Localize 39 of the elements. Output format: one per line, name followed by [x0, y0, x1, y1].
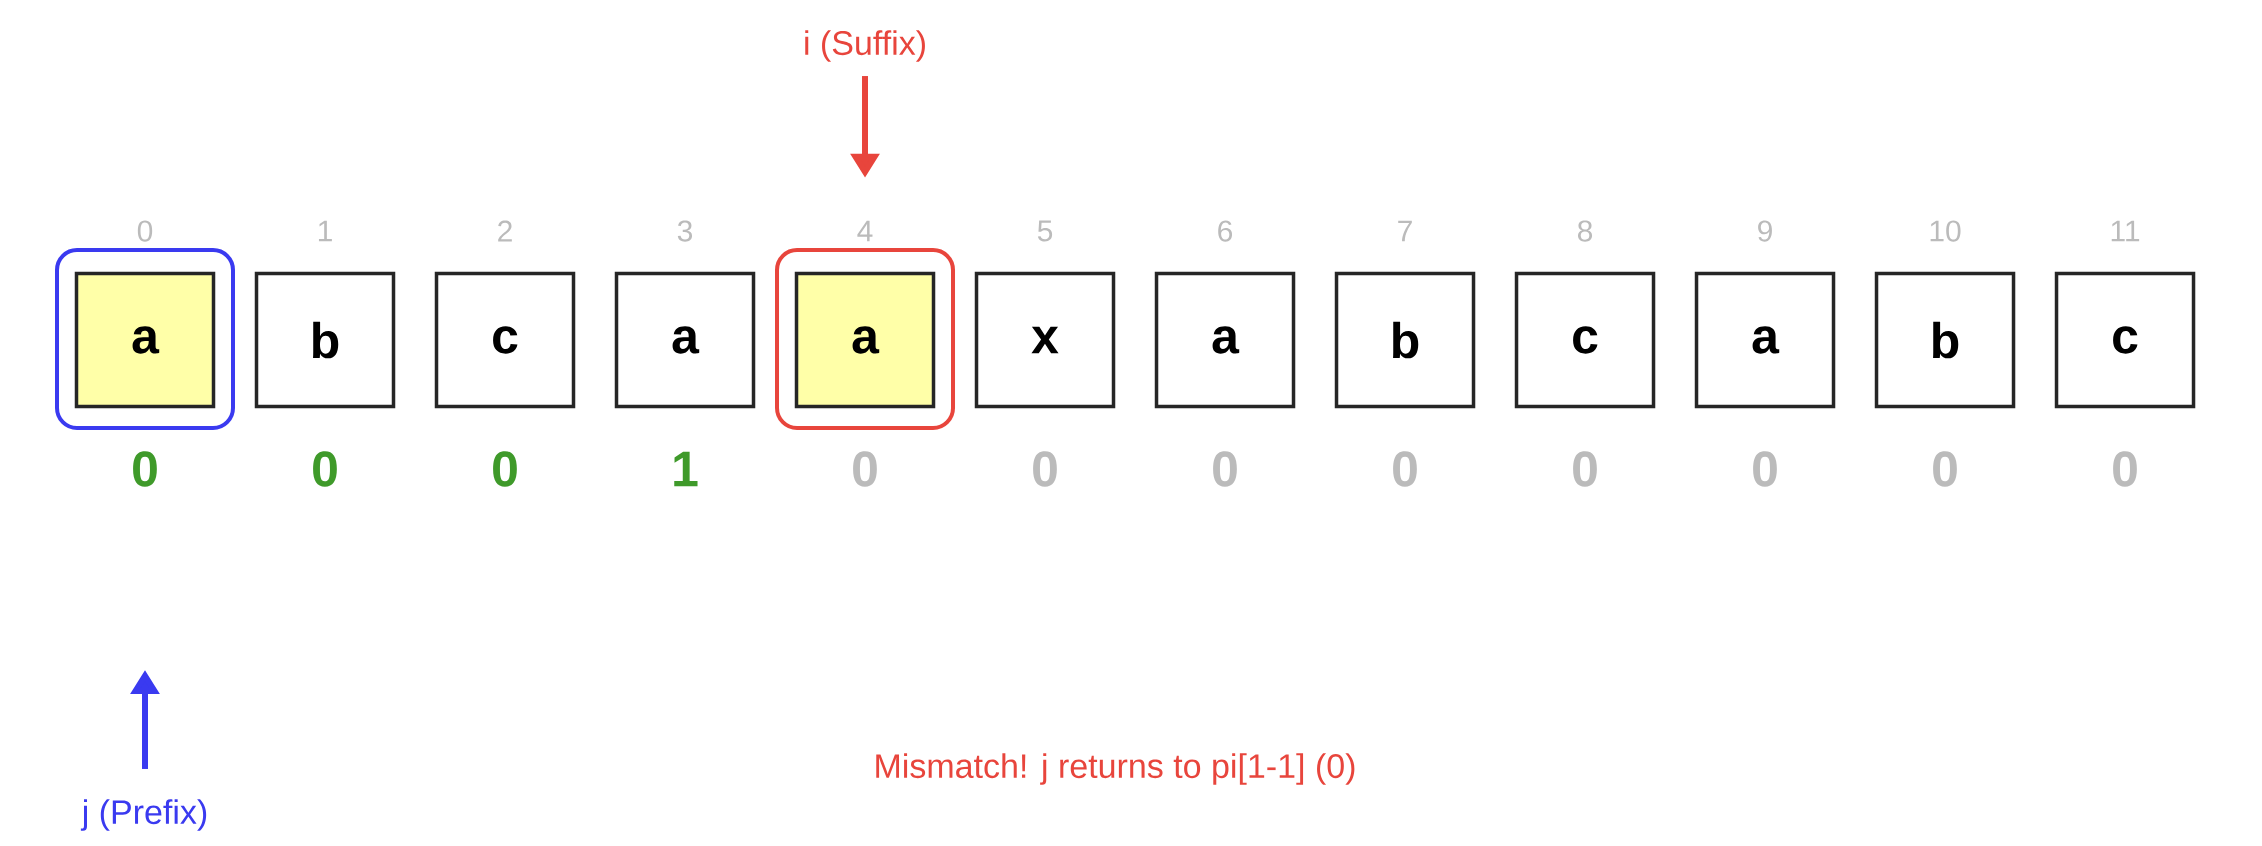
prefix-value: 0 [1933, 451, 1957, 487]
index-label: 6 [1218, 220, 1233, 242]
prefix-value: 1 [674, 451, 698, 487]
index-label: 8 [1578, 220, 1593, 242]
prefix-value: 0 [1753, 451, 1777, 487]
letter-cell: b [1334, 271, 1476, 409]
index-label: 3 [677, 220, 693, 242]
index-label: 10 [1930, 220, 1961, 242]
prefix-value: 0 [853, 451, 877, 487]
pointer-label: i (Suffix) [805, 30, 925, 62]
letter-cell: b [1874, 271, 2016, 409]
prefix-value: 0 [133, 451, 157, 487]
index-label: 0 [137, 220, 153, 242]
index-label: 5 [1037, 220, 1053, 242]
prefix-value: 0 [2113, 451, 2137, 487]
index-label: 1 [318, 220, 332, 242]
prefix-value: 0 [1033, 451, 1057, 487]
letter-cell: a [1694, 271, 1836, 409]
letter-cell: a [1154, 271, 1296, 409]
index-label: 11 [2111, 220, 2140, 242]
prefix-value: 0 [1213, 451, 1237, 487]
index-label: 9 [1758, 220, 1772, 242]
index-label: 2 [498, 220, 512, 242]
letter-cell: c [1514, 271, 1656, 409]
letter-cell: a [74, 271, 216, 409]
letter-cell: a [614, 271, 756, 409]
prefix-value: 0 [1573, 451, 1597, 487]
prefix-value: 0 [313, 451, 337, 487]
index-label: 7 [1398, 220, 1412, 242]
index-label: 4 [857, 220, 873, 242]
letter-cell: c [434, 271, 576, 409]
letter-cell: b [254, 271, 396, 409]
prefix-value: 0 [1393, 451, 1417, 487]
status-message: Mismatch! j returns to pi[1-1] (0) [876, 753, 1355, 785]
prefix-value: 0 [493, 451, 517, 487]
letter-cell: c [2054, 271, 2196, 409]
letter-cell: x [974, 271, 1116, 409]
letter-cell: a [794, 271, 936, 409]
pointer-label: j (Prefix) [80, 799, 207, 831]
